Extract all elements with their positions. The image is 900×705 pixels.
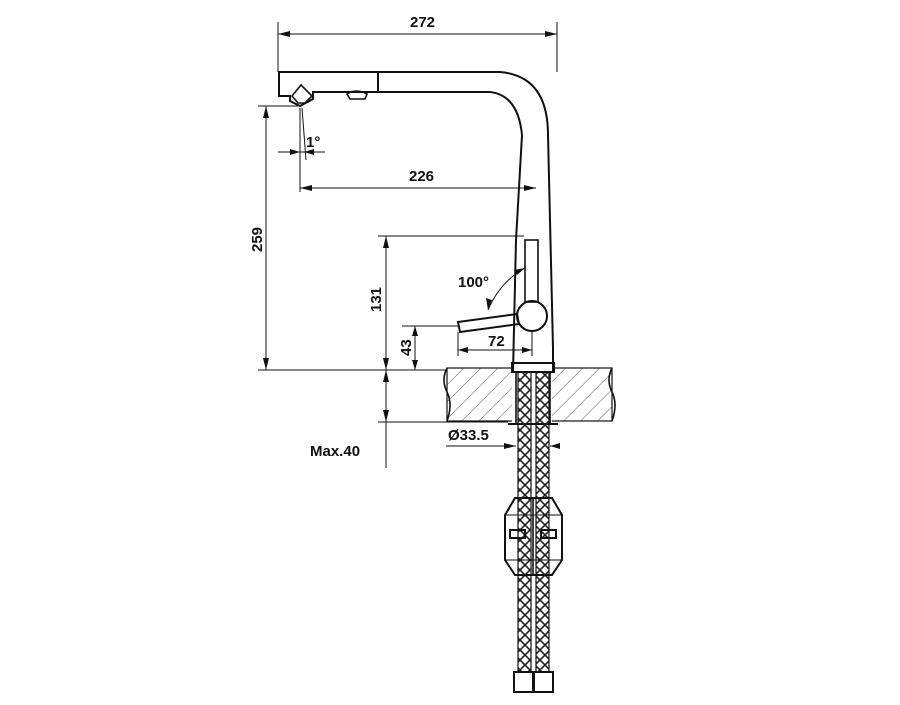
spout-button [345,90,369,100]
lever-angle-label: 100° [458,274,489,291]
dimension-pipe-diameter: Ø33.5 [446,427,560,449]
lever-height-label: 131 [368,287,385,312]
lever-handle [456,312,521,334]
dimension-lever-height: 131 [368,235,524,370]
dimension-lever-angle: 100° [458,267,526,311]
dimension-overall-width: 272 [277,14,558,72]
spout-arm [378,71,554,373]
spout-reach-label: 226 [409,168,434,185]
dimension-overall-height: 259 [249,105,298,370]
dimension-lever-length: 72 [457,332,533,356]
hose-connector [504,497,563,576]
spray-nozzle [290,83,314,104]
supply-assembly [504,371,563,693]
max-thickness-label: Max.40 [310,443,360,460]
faucet-body [278,71,555,373]
dimension-lever-base: 43 [398,325,458,370]
dimension-spout-reach: 226 [299,108,536,192]
spout-tilt-label: 1° [306,134,320,151]
hose-end-right [532,671,554,693]
hose-left [517,371,532,673]
dimension-spout-tilt: 1° [278,107,325,161]
overall-height-label: 259 [249,227,266,252]
spout-head [278,71,379,108]
lever-base-label: 43 [398,339,415,356]
lever-knob [516,300,548,332]
pipe-diameter-label: Ø33.5 [448,427,489,444]
dimension-max-thickness: Max.40 [310,370,508,468]
overall-width-label: 272 [410,14,435,31]
hose-right [535,371,550,673]
hose-end-left [513,671,535,693]
lever-length-label: 72 [488,333,505,350]
lever-cylinder [524,239,539,303]
